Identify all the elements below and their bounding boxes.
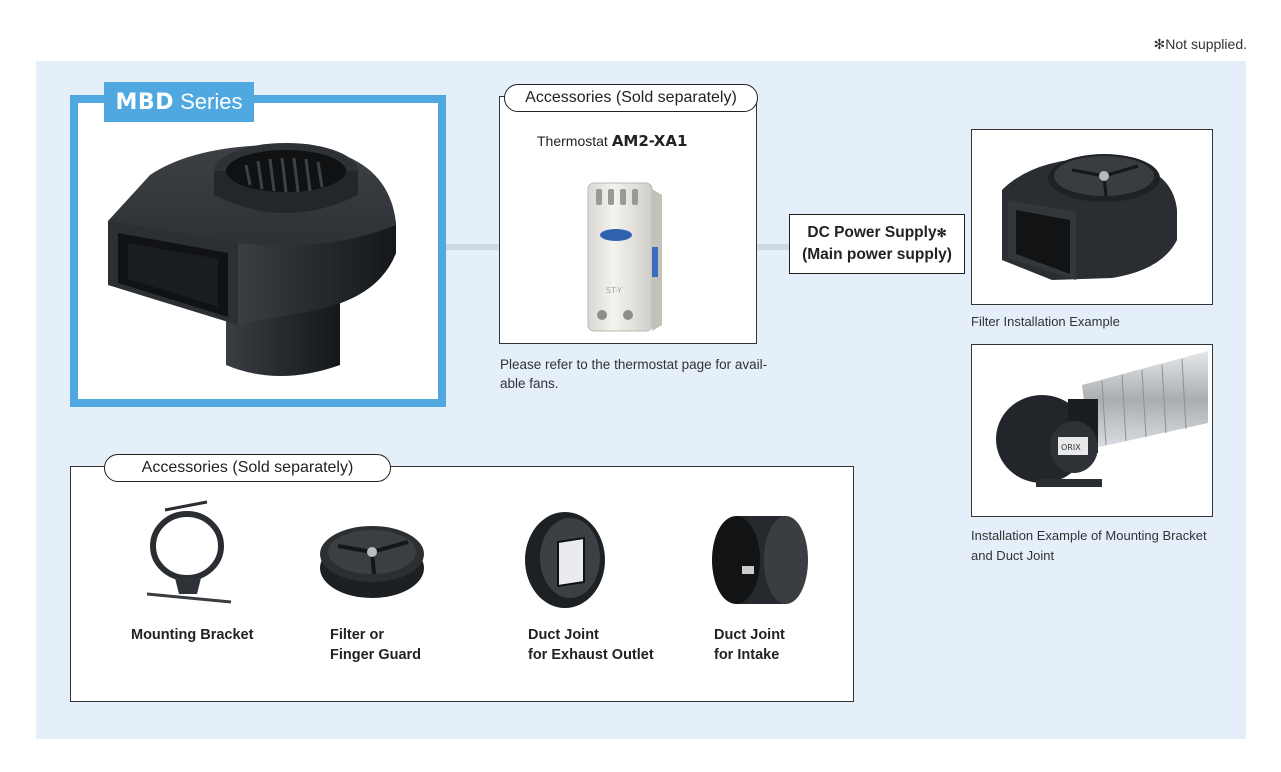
dc-power-subtitle: (Main power supply) xyxy=(802,246,952,263)
dc-power-star: ✻ xyxy=(936,226,947,240)
accessory-duct-exhaust-label: Duct Joint for Exhaust Outlet xyxy=(528,625,654,665)
bracket-installation-caption: Installation Example of Mounting Bracket… xyxy=(971,526,1216,566)
thermostat-label: Thermostat xyxy=(537,133,608,149)
thermostat-image: ST-Y xyxy=(587,182,662,332)
duct-joint-exhaust-image xyxy=(525,512,605,608)
accessory-2-line1: Filter or xyxy=(330,627,384,643)
thermostat-note: Please refer to the thermostat page for … xyxy=(500,355,780,393)
filter-installation-photo xyxy=(971,129,1213,305)
accessory-1-line1: Mounting Bracket xyxy=(131,627,254,643)
accessory-filter-label: Filter or Finger Guard xyxy=(330,625,421,665)
accessory-4-line1: Duct Joint xyxy=(714,627,785,643)
motor-label-text: ORIX xyxy=(1061,443,1081,452)
connector-fan-thermostat xyxy=(390,244,502,250)
bracket-caption-line2: and Duct Joint xyxy=(971,548,1055,563)
dc-power-title: DC Power Supply xyxy=(807,224,937,241)
bracket-caption-line1: Installation Example of Mounting Bracket xyxy=(971,528,1207,543)
thermostat-model: AM2-XA1 xyxy=(611,132,688,150)
accessory-duct-intake-label: Duct Joint for Intake xyxy=(714,625,785,665)
bracket-installation-photo: ORIX xyxy=(971,344,1213,517)
mbd-series-model: MBD xyxy=(115,90,174,115)
accessory-3-line2: for Exhaust Outlet xyxy=(528,647,654,663)
filter-fan-image xyxy=(1002,154,1177,280)
filter-image xyxy=(320,526,424,598)
mbd-series-frame xyxy=(70,95,446,407)
bracket-duct-image: ORIX xyxy=(996,351,1208,487)
accessories-label: Accessories (Sold separately) xyxy=(104,454,391,482)
accessory-2-line2: Finger Guard xyxy=(330,647,422,663)
thermostat-note-line1: Please refer to the thermostat page for … xyxy=(500,357,768,372)
not-supplied-note: ✻Not supplied. xyxy=(1153,36,1247,52)
duct-joint-intake-image xyxy=(712,516,808,604)
thermostat-note-line2: able fans. xyxy=(500,376,559,391)
accessory-3-line1: Duct Joint xyxy=(528,627,599,643)
accessory-4-line2: for Intake xyxy=(714,647,780,663)
filter-installation-caption: Filter Installation Example xyxy=(971,314,1120,329)
dc-power-supply-box: DC Power Supply✻ (Main power supply) xyxy=(789,214,965,274)
accessory-mounting-bracket-label: Mounting Bracket xyxy=(131,625,253,645)
thermostat-box: ST-Y xyxy=(499,96,757,344)
mounting-bracket-image xyxy=(146,500,232,604)
thermostat-body-text: ST-Y xyxy=(606,286,622,295)
connector-thermostat-power xyxy=(756,244,790,250)
thermostat-accessories-label: Accessories (Sold separately) xyxy=(504,84,758,112)
blower-fan-image xyxy=(108,143,396,376)
mbd-series-word: Series xyxy=(180,89,243,114)
mbd-series-tab: MBD Series xyxy=(104,82,254,122)
